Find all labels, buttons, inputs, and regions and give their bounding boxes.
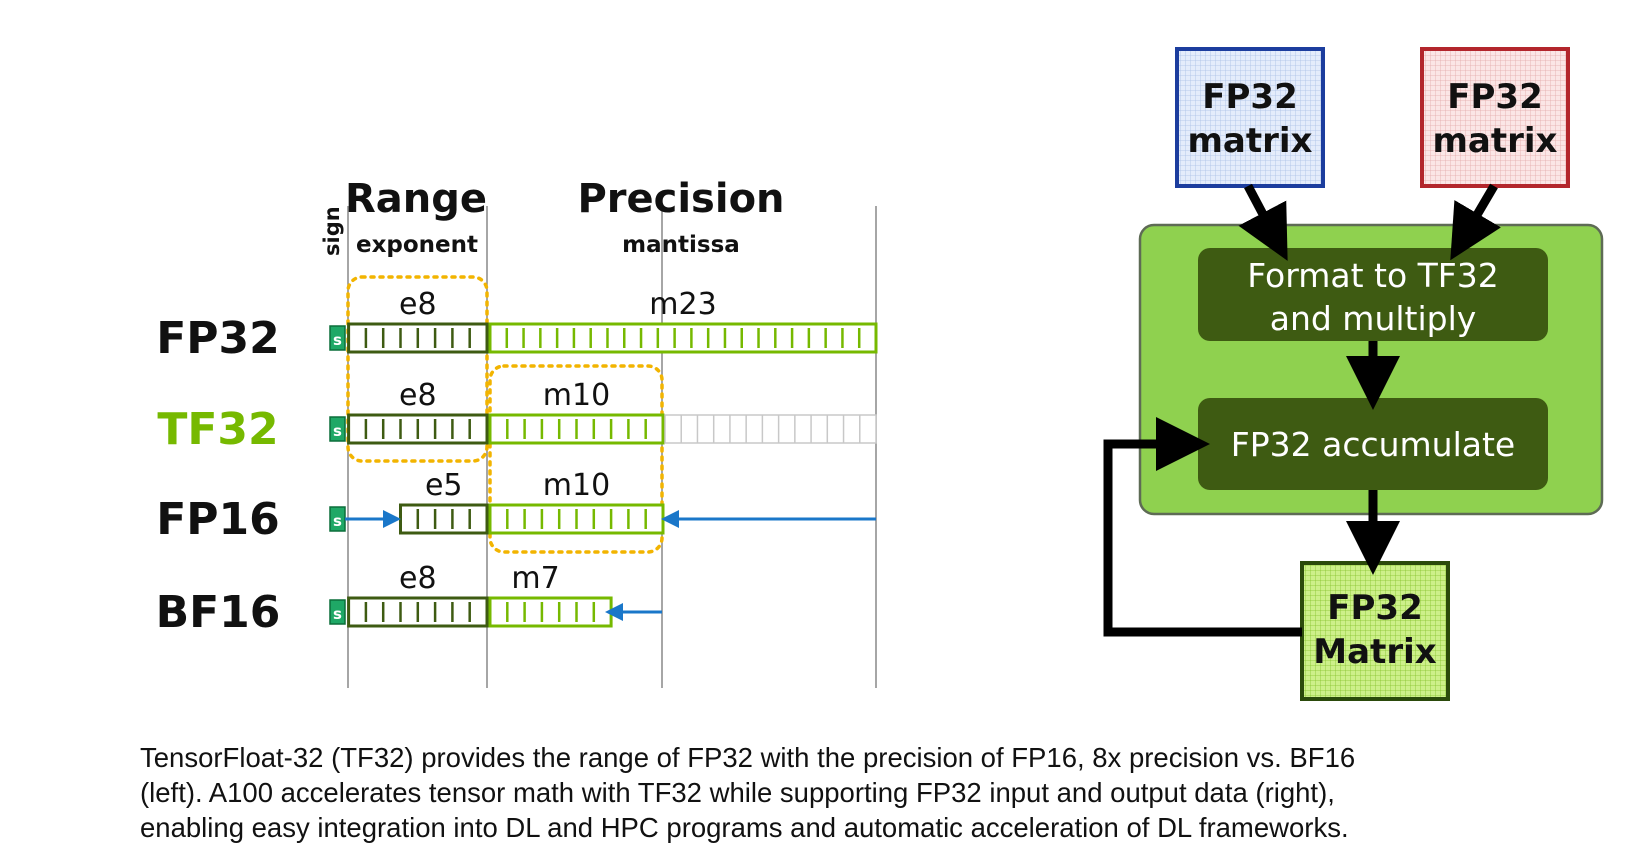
output-matrix-line1: FP32 [1327, 588, 1422, 628]
input-matrix-a-line1: FP32 [1202, 77, 1297, 117]
caption-line-1: TensorFloat-32 (TF32) provides the range… [140, 742, 1356, 773]
range-subtitle: exponent [356, 232, 478, 258]
precision-subtitle: mantissa [622, 232, 740, 258]
input-matrix-a [1175, 47, 1325, 188]
output-matrix [1300, 561, 1450, 701]
format-comparison: sign Range exponent Precision mantissa F… [156, 176, 878, 688]
sign-bit-fp32: s [329, 325, 346, 351]
sign-bit-fp16: s [329, 506, 346, 532]
format-label-bf16: BF16 [156, 587, 281, 638]
exponent-bits-fp32 [347, 322, 489, 354]
tf32-diagram: sign Range exponent Precision mantissa F… [156, 47, 1604, 701]
fp32-accumulate-label: FP32 accumulate [1231, 425, 1515, 464]
format-label-fp32: FP32 [156, 313, 280, 364]
input-matrix-b [1420, 47, 1570, 188]
input-matrix-a-line2: matrix [1188, 121, 1313, 161]
unused-bits-tf32 [664, 414, 877, 444]
mantissa-bits-fp16 [488, 503, 665, 535]
mantissa-bits-bf16 [488, 596, 613, 628]
mantissa-label-fp32: m23 [649, 287, 716, 322]
mantissa-label-bf16: m7 [511, 561, 559, 596]
caption-line-3: enabling easy integration into DL and HP… [140, 812, 1349, 843]
exponent-bits-fp16 [399, 503, 489, 535]
arrow-b-to-multiply [1450, 183, 1501, 261]
mantissa-label-tf32: m10 [543, 378, 610, 413]
precision-highlight-box [488, 364, 664, 554]
sign-bit-tf32: s [329, 416, 346, 442]
arrow-a-to-multiply [1238, 183, 1288, 261]
exponent-bits-tf32 [347, 413, 489, 445]
input-matrix-b-line1: FP32 [1447, 77, 1542, 117]
svg-text:s: s [333, 512, 342, 530]
format-label-tf32: TF32 [157, 404, 278, 455]
feedback-loop-arrow [1103, 417, 1302, 637]
tf32-dataflow: FP32 matrix FP32 matrix Format to TF32 a… [1103, 47, 1604, 701]
exponent-label-tf32: e8 [399, 378, 437, 413]
svg-text:s: s [333, 422, 342, 440]
exponent-bits-bf16 [347, 596, 489, 628]
fp32-accumulate-step [1198, 398, 1548, 490]
format-multiply-step [1198, 248, 1548, 341]
input-matrix-b-line2: matrix [1433, 121, 1558, 161]
figure-caption: TensorFloat-32 (TF32) provides the range… [140, 740, 1540, 845]
exponent-label-fp16: e5 [425, 468, 463, 503]
format-multiply-line1: Format to TF32 [1247, 256, 1499, 295]
precision-title: Precision [577, 176, 784, 222]
range-title: Range [345, 176, 487, 222]
sign-bit-bf16: s [329, 599, 346, 625]
output-matrix-line2: Matrix [1313, 632, 1436, 672]
format-multiply-line2: and multiply [1270, 299, 1477, 338]
range-highlight-box [346, 275, 489, 463]
svg-text:s: s [333, 331, 342, 349]
mantissa-label-fp16: m10 [543, 468, 610, 503]
exponent-label-bf16: e8 [399, 561, 437, 596]
sign-label: sign [320, 206, 344, 256]
caption-line-2: (left). A100 accelerates tensor math wit… [140, 777, 1335, 808]
mantissa-bits-fp32 [488, 322, 878, 354]
mantissa-bits-tf32 [488, 413, 665, 445]
exponent-label-fp32: e8 [399, 287, 437, 322]
format-label-fp16: FP16 [156, 494, 280, 545]
svg-text:s: s [333, 605, 342, 623]
